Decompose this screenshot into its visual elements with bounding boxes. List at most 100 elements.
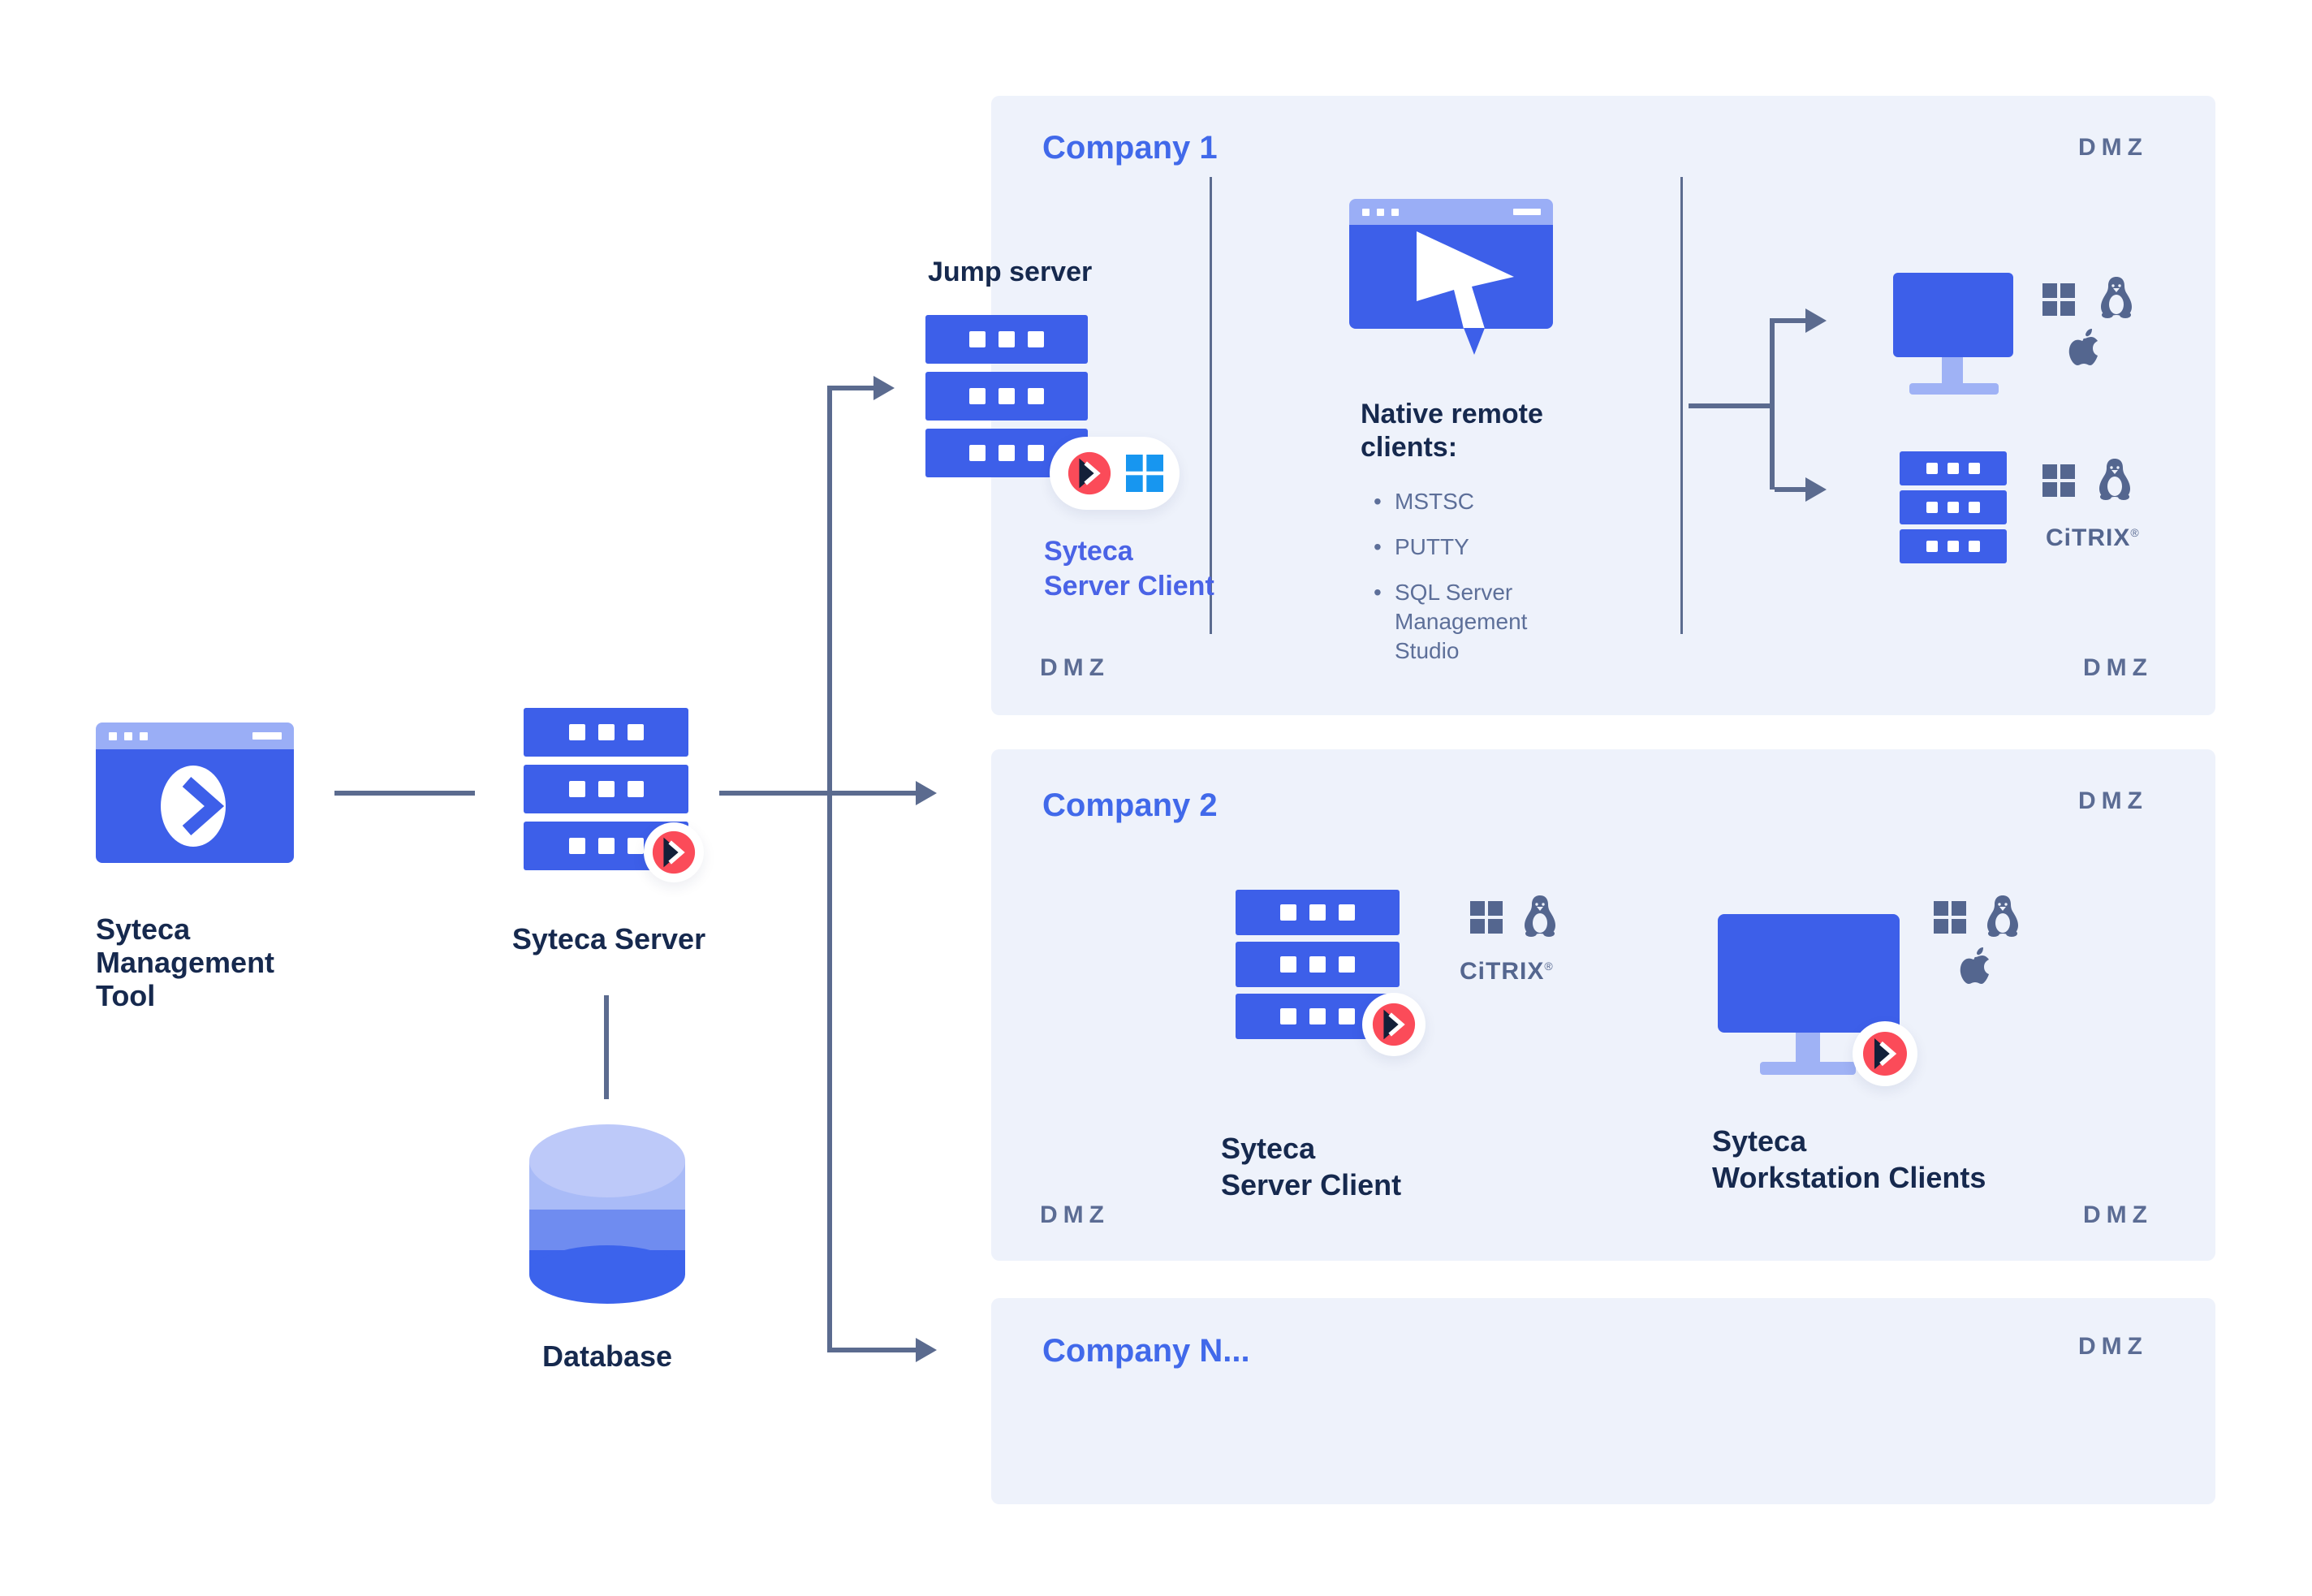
window-dot xyxy=(1377,208,1384,216)
led xyxy=(1339,1008,1355,1024)
led xyxy=(969,445,986,461)
list-item: SQL Server Management Studio xyxy=(1372,578,1598,666)
workstation-monitor-icon xyxy=(1718,914,1900,1033)
server-row xyxy=(524,765,688,813)
led xyxy=(568,724,585,740)
connector-c1-bottom xyxy=(1775,487,1805,492)
dmz-label: DMZ xyxy=(2083,654,2153,681)
list-item: MSTSC xyxy=(1372,487,1598,516)
led xyxy=(1948,463,1959,474)
connector-server-to-database xyxy=(604,995,609,1099)
dmz-label: DMZ xyxy=(2078,787,2148,814)
window-dot xyxy=(140,731,148,740)
window-dot xyxy=(109,731,117,740)
remote-client-window xyxy=(1349,199,1553,329)
syteca-logo-badge xyxy=(644,822,704,882)
companyN-title: Company N... xyxy=(1042,1333,1250,1369)
led xyxy=(597,724,615,740)
server-row xyxy=(925,315,1088,364)
led xyxy=(1309,956,1326,973)
registered-mark: ® xyxy=(1544,960,1554,973)
led xyxy=(1926,463,1938,474)
led xyxy=(627,781,644,797)
monitor-neck xyxy=(1796,1033,1820,1062)
jump-client-badge xyxy=(1050,437,1180,510)
syteca-logo-badge xyxy=(1362,993,1426,1056)
connector-branch-jump xyxy=(830,386,873,390)
citrix-logo: CiTRIX® xyxy=(2046,524,2140,552)
led xyxy=(1339,904,1355,921)
led xyxy=(627,724,644,740)
company2-server-icon xyxy=(1236,890,1400,1039)
led xyxy=(568,838,585,854)
server-row xyxy=(524,708,688,757)
led xyxy=(568,781,585,797)
led xyxy=(999,388,1015,404)
companyN-panel xyxy=(991,1298,2215,1504)
cursor-icon xyxy=(1417,231,1514,329)
jump-client-label: Syteca Server Client xyxy=(1044,534,1214,604)
led xyxy=(1969,541,1980,552)
list-item: PUTTY xyxy=(1372,533,1598,562)
led xyxy=(1926,541,1938,552)
monitor-base xyxy=(1760,1062,1856,1075)
window-dot xyxy=(1391,208,1399,216)
window-body xyxy=(96,749,294,863)
led xyxy=(1280,1008,1296,1024)
syteca-server-label: Syteca Server xyxy=(511,922,706,955)
management-tool-window xyxy=(96,723,294,863)
syteca-logo-icon xyxy=(1068,451,1111,495)
arrowhead-jump xyxy=(873,376,895,400)
syteca-logo-icon xyxy=(1372,1003,1416,1046)
led xyxy=(1339,956,1355,973)
company1-panel xyxy=(991,96,2215,715)
native-clients-list: MSTSC PUTTY SQL Server Management Studio xyxy=(1372,487,1598,682)
jump-server-label: Jump server xyxy=(928,257,1093,287)
citrix-logo: CiTRIX® xyxy=(1460,958,1554,986)
connector-c1-branch xyxy=(1770,318,1775,490)
windows-logo-icon xyxy=(2042,464,2075,497)
connector-server-to-company2 xyxy=(719,791,916,796)
dmz-label: DMZ xyxy=(2078,1333,2148,1360)
native-clients-heading: Native remote clients: xyxy=(1361,398,1543,464)
server-row xyxy=(1900,529,2007,563)
label-line: Syteca xyxy=(96,912,191,946)
led xyxy=(1948,502,1959,513)
led xyxy=(1028,331,1044,347)
server-row xyxy=(1900,490,2007,524)
led xyxy=(597,781,615,797)
citrix-wordmark: CiTRIX xyxy=(2046,524,2131,551)
windows-logo-icon xyxy=(1470,901,1503,934)
company2-workstation-label: Syteca Workstation Clients xyxy=(1712,1123,1986,1196)
dmz-label: DMZ xyxy=(2083,1201,2153,1228)
led xyxy=(1969,463,1980,474)
database-label: Database xyxy=(541,1339,673,1373)
led xyxy=(999,445,1015,461)
syteca-logo-white-icon xyxy=(161,766,226,847)
connector-c1-stub xyxy=(1689,403,1772,408)
connector-c1-top xyxy=(1775,318,1805,323)
label-line: Server Client xyxy=(1044,571,1214,602)
company2-title: Company 2 xyxy=(1042,787,1218,823)
company2-server-client-label: Syteca Server Client xyxy=(1221,1130,1401,1203)
label-line: Syteca xyxy=(1044,536,1133,567)
led xyxy=(1926,502,1938,513)
label-line: Workstation Clients xyxy=(1712,1161,1986,1194)
led xyxy=(1280,904,1296,921)
led xyxy=(1280,956,1296,973)
windows-logo-icon xyxy=(1934,901,1966,934)
syteca-logo-icon xyxy=(652,830,696,874)
arrowhead-c1-server xyxy=(1805,477,1827,502)
led xyxy=(627,838,644,854)
company1-divider-right xyxy=(1680,177,1683,634)
linux-tux-icon xyxy=(1987,895,2018,937)
server-row xyxy=(1900,451,2007,485)
heading-line: clients: xyxy=(1361,432,1458,463)
registered-mark: ® xyxy=(2130,526,2140,539)
cursor-tail xyxy=(1464,328,1485,355)
led xyxy=(999,331,1015,347)
database-icon xyxy=(529,1124,685,1304)
arrowhead-companyN xyxy=(916,1338,937,1362)
connector-trunk xyxy=(827,386,832,1352)
server-row xyxy=(925,372,1088,421)
